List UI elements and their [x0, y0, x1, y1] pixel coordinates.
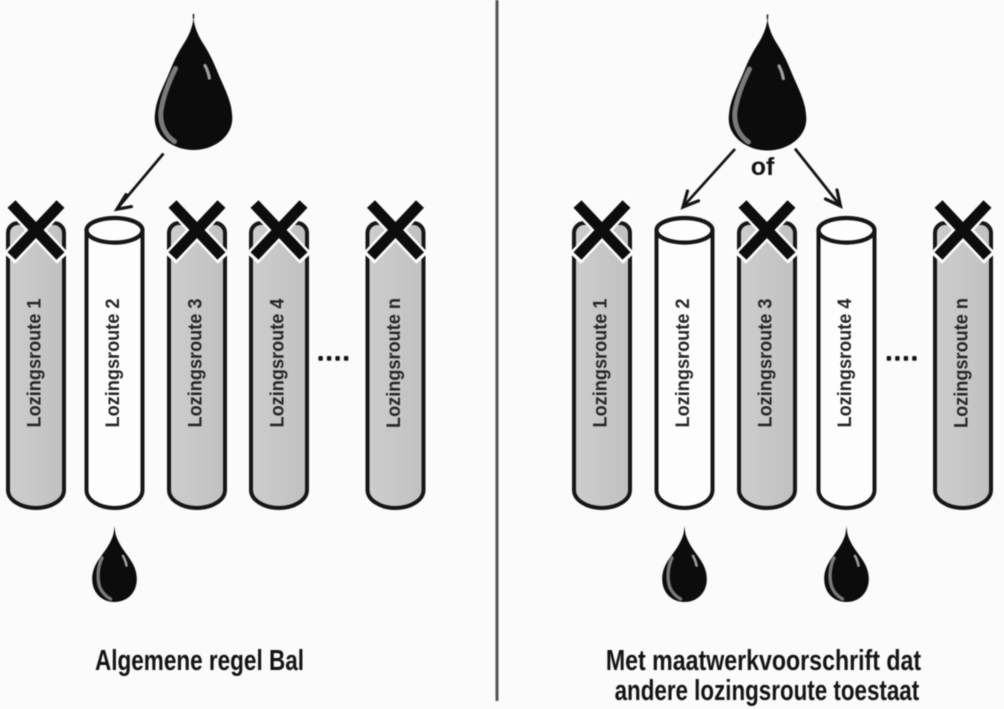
svg-text:Lozingsroute 1: Lozingsroute 1	[589, 299, 610, 428]
svg-text:of: of	[751, 153, 775, 181]
svg-text:Lozingsroute 2: Lozingsroute 2	[102, 299, 123, 428]
svg-text:Lozingsroute 1: Lozingsroute 1	[23, 299, 44, 428]
svg-text:Lozingsroute 4: Lozingsroute 4	[834, 298, 855, 428]
svg-text:Lozingsroute 2: Lozingsroute 2	[672, 299, 693, 428]
svg-text:Lozingsroute 3: Lozingsroute 3	[184, 299, 205, 428]
svg-text:Lozingsroute 3: Lozingsroute 3	[754, 299, 775, 428]
svg-text:Lozingsroute n: Lozingsroute n	[950, 298, 971, 428]
svg-text:Lozingsroute 4: Lozingsroute 4	[266, 298, 287, 428]
svg-text:Lozingsroute n: Lozingsroute n	[383, 298, 404, 428]
svg-text:Algemene regel Bal: Algemene regel Bal	[95, 643, 304, 677]
svg-text:Met maatwerkvoorschrift dat: Met maatwerkvoorschrift dat	[606, 643, 921, 676]
svg-text:andere lozingsroute toestaat: andere lozingsroute toestaat	[615, 675, 920, 706]
